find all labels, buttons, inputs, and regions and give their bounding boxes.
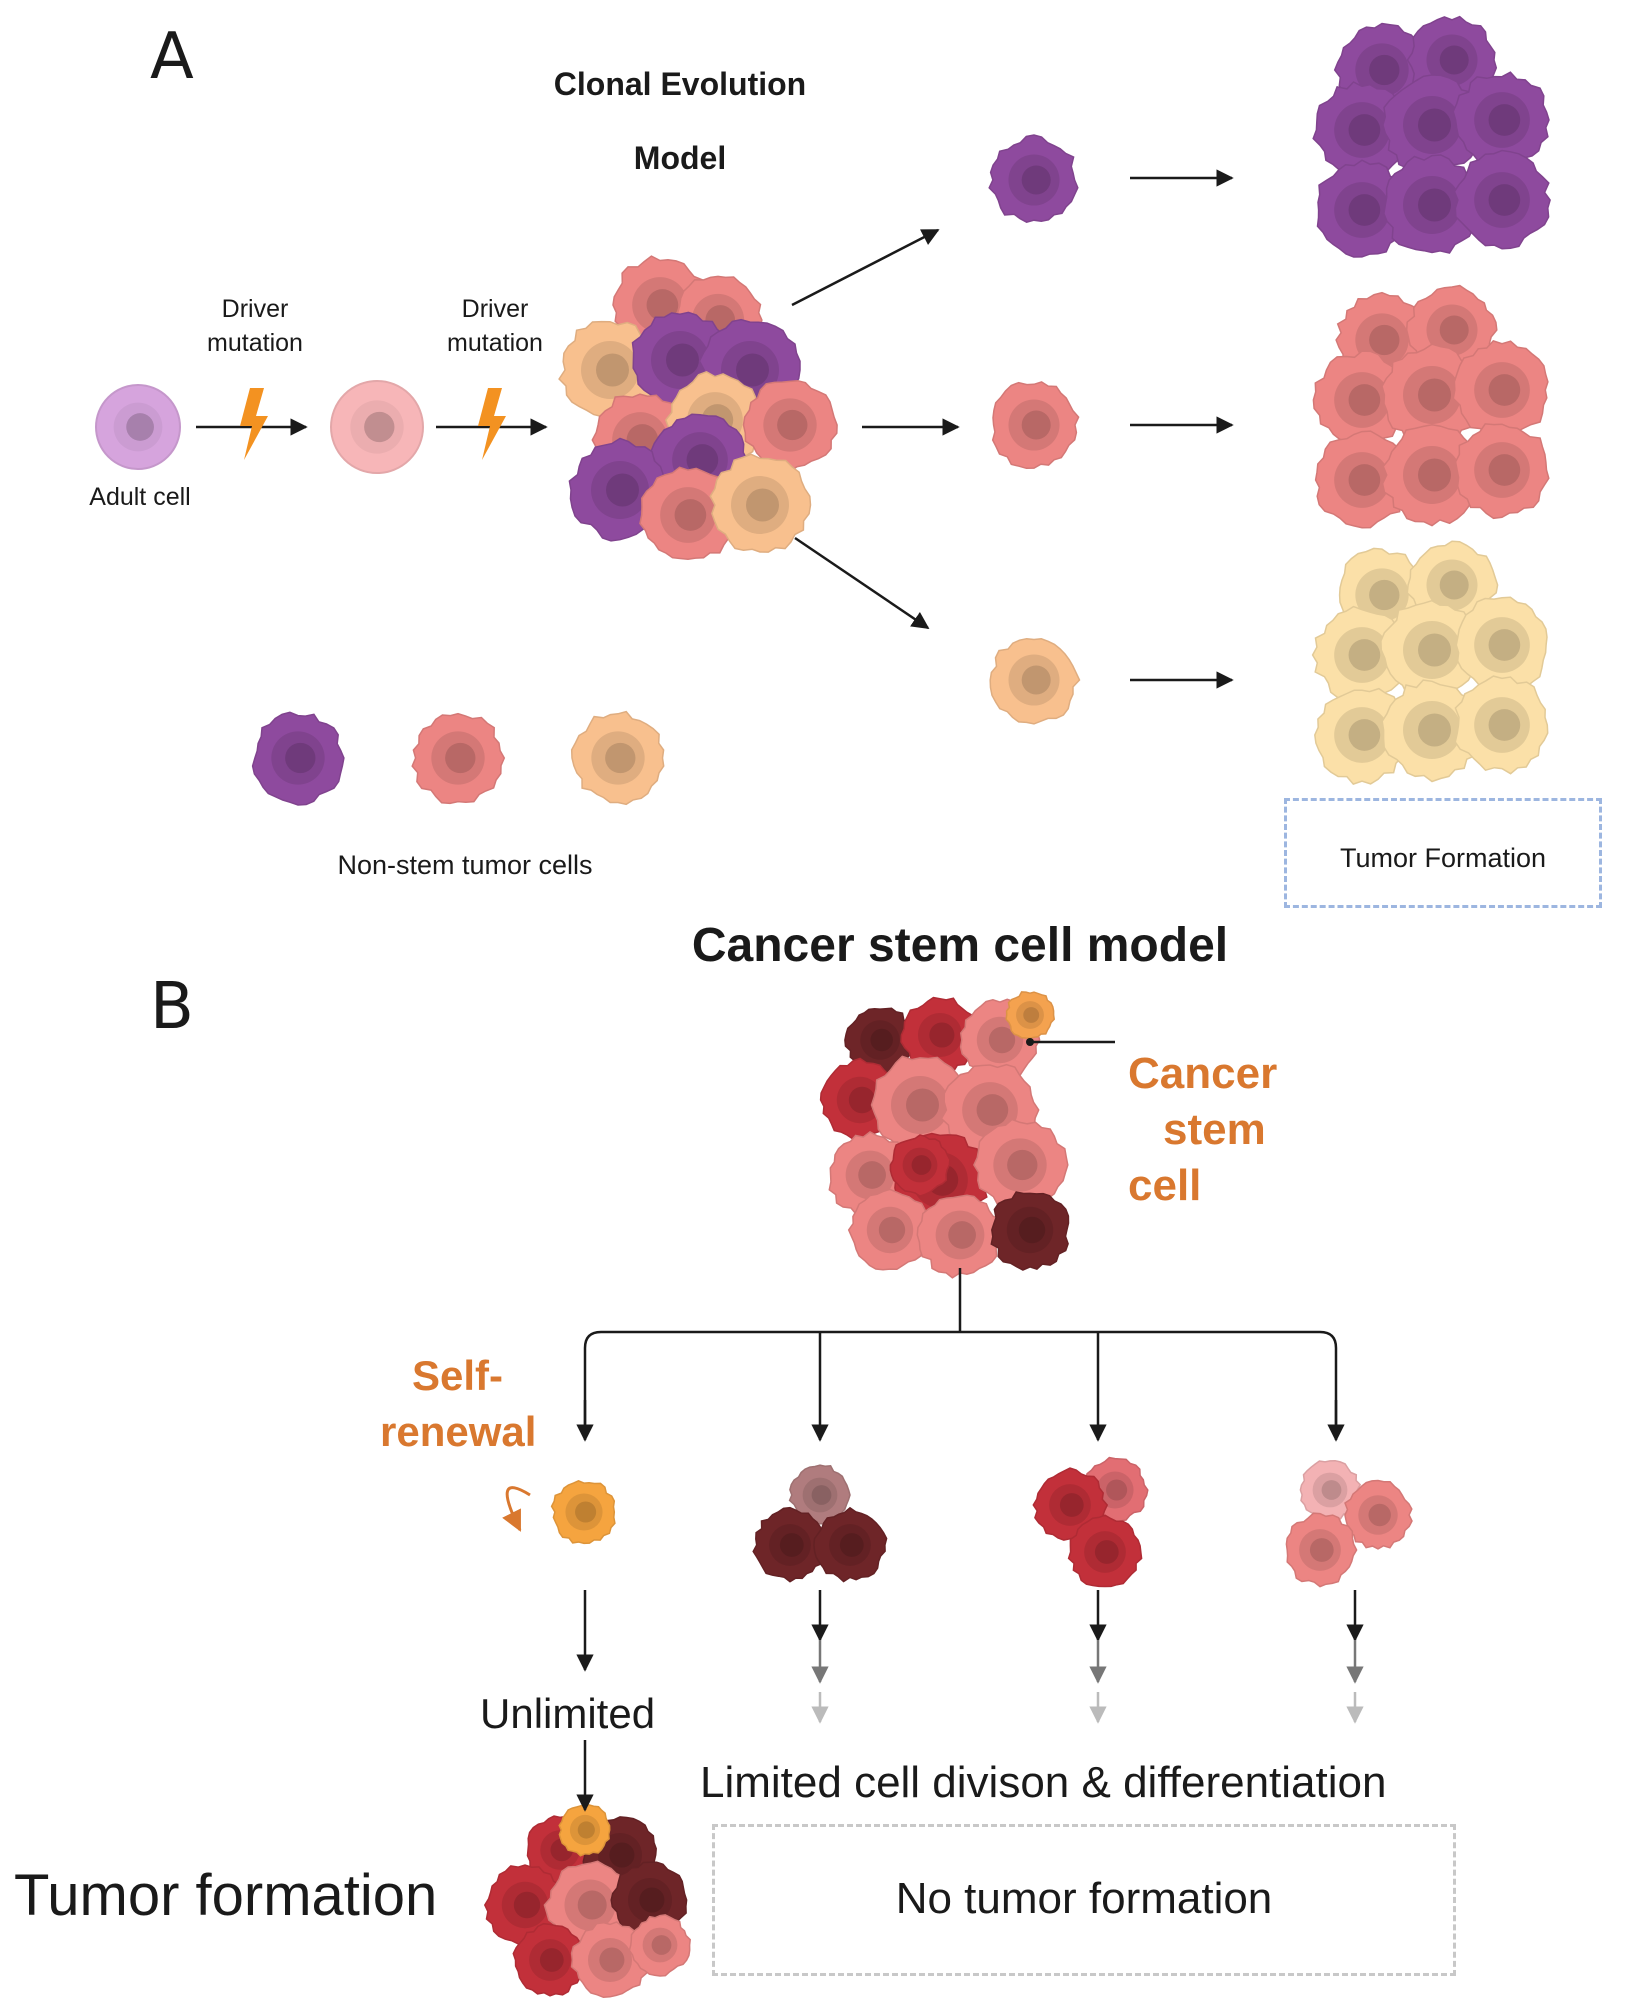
cell-icon [1381,343,1483,446]
cell-icon [847,1188,931,1271]
self-renewal-label-2: renewal [380,1408,537,1455]
cell-icon [1380,599,1483,700]
pointer-dot [1026,1038,1034,1046]
cancer-stem-cell-label-1: Cancer [1128,1049,1278,1098]
purple-clone-cell-icon [988,134,1079,224]
panel-a-title-line1: Clonal Evolution [553,66,807,102]
unlimited-label: Unlimited [480,1690,656,1737]
cell-icon [1314,687,1410,785]
cell-icon [1381,679,1482,783]
cell-icon [1312,350,1413,450]
pink-clone-cell-icon [991,381,1080,470]
cell-icon [1314,430,1409,529]
cell-icon [1454,423,1550,520]
limited-division-label: Limited cell divison & differentiation [700,1758,1387,1807]
cell-icon [1285,1512,1358,1588]
cell-icon [1081,1456,1149,1524]
cell-icon [844,1007,916,1075]
cell-icon [973,1118,1069,1212]
peach-clone-cell-icon [989,637,1081,725]
cell-icon [900,996,980,1075]
cell-icon [1452,71,1550,170]
mutated-cell-icon [330,380,424,474]
cell-icon [813,1506,888,1583]
cell-icon [752,1506,828,1583]
cell-icon [742,379,838,472]
non-stem-purple-cell-icon [251,711,345,806]
adult-cell-icon [95,384,181,470]
driver-mutation-label-2b: mutation [447,329,543,357]
tree-branch [583,1330,1338,1425]
driver-mutation-label-1a: Driver [221,295,289,323]
cell-icon [1344,1479,1413,1550]
cell-icon [1383,154,1483,254]
driver-mutation-label-1b: mutation [207,329,303,357]
cell-icon [1453,149,1551,250]
cell-icon [709,453,812,553]
cell-icon [828,1131,912,1218]
cell-icon [1454,675,1549,775]
tumor-formation-box-a [1284,798,1602,908]
cell-icon [1381,424,1484,527]
cell-icon [990,1191,1070,1271]
no-tumor-formation-box [712,1824,1456,1976]
tumor-formation-label-a: Tumor Formation [1339,843,1547,873]
cell-icon [628,1914,691,1977]
cell-icon [870,1055,972,1157]
cell-icon [889,1134,951,1197]
panel-b-title: Cancer stem cell model [691,919,1229,972]
cancer-stem-cell-label-3: cell [1128,1161,1202,1210]
tumor-formation-label-b: Tumor formation [14,1863,438,1928]
self-renewing-stem-cell-icon [550,1479,616,1545]
cell-icon [1311,605,1412,702]
lightning-icon [478,388,506,460]
arrow-to-purple-clone [791,228,940,307]
cell-icon [916,1194,1004,1279]
cell-icon [1452,340,1549,436]
non-stem-peach-cell-icon [570,710,665,806]
cell-icon [639,466,733,560]
panel-b-letter: B [150,970,194,1044]
non-stem-pink-cell-icon [411,712,506,805]
cell-icon [1405,284,1498,376]
cancer-stem-cell-icon [1005,991,1055,1039]
cell-icon [1382,74,1482,178]
cell-icon [570,1921,650,1999]
cell-icon [788,1464,851,1527]
non-stem-tumor-cells-label: Non-stem tumor cells [337,850,593,880]
cancer-stem-cell-label-2: stem [1163,1105,1266,1154]
curved-arrow-icon [502,1486,531,1532]
cell-icon [1312,81,1408,176]
cell-icon [1067,1514,1143,1588]
cell-icon [512,1922,588,1997]
tumor-stem-cell-icon [558,1803,611,1857]
panel-a-title-line2: Model [633,140,727,176]
self-renewal-label-1: Self- [412,1352,504,1399]
driver-mutation-label-2a: Driver [461,295,529,323]
adult-cell-label: Adult cell [89,483,191,511]
no-tumor-formation-label: No tumor formation [895,1874,1273,1923]
arrow-to-peach-clone [794,536,930,630]
lightning-icon [240,388,268,460]
cell-icon [543,1860,634,1948]
panel-a-letter: A [150,20,194,94]
